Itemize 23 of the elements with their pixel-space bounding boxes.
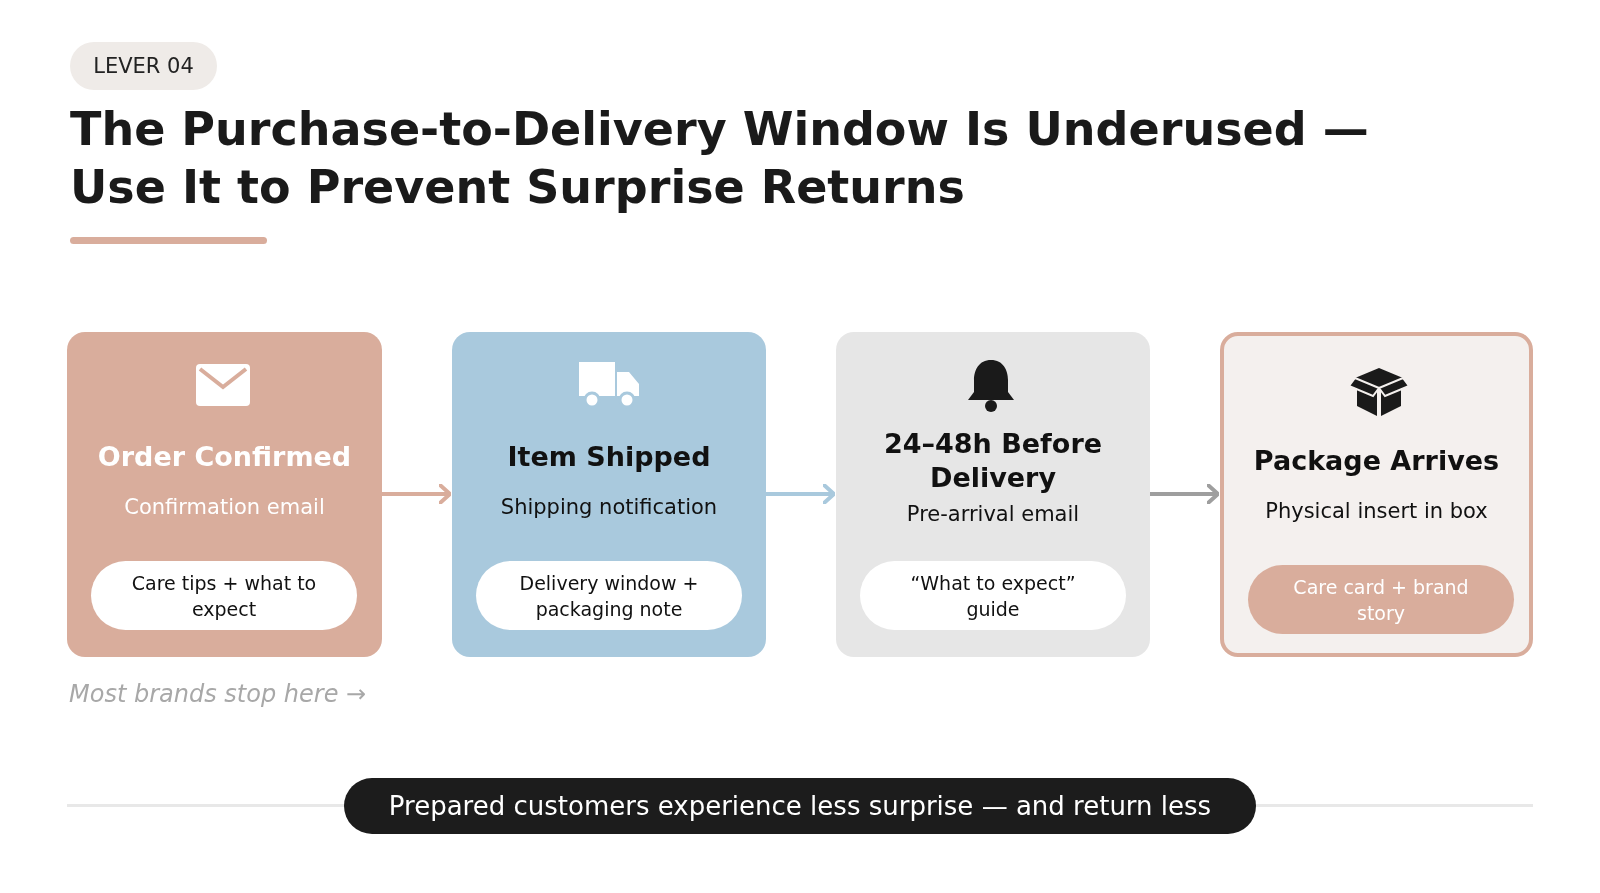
tag-badge: LEVER 04 [70, 42, 217, 90]
step-heading: Package Arrives [1252, 444, 1501, 478]
step-card [836, 332, 1150, 657]
detail-pill: “What to expect” guide [860, 561, 1126, 630]
title: The Purchase-to-Delivery Window Is Underused — Use It to Prevent Surprise Returns [70, 101, 1370, 216]
detail-pill: Delivery window + packaging note [476, 561, 742, 630]
step-subtitle: Physical insert in box [1264, 499, 1489, 523]
detail-pill: Care tips + what to expect [91, 561, 357, 630]
note-text: Most brands stop here → [69, 680, 367, 708]
step-card [452, 332, 766, 657]
step-heading: 24–48h Before Delivery [882, 427, 1104, 495]
arrow [766, 483, 836, 505]
step-subtitle: Pre-arrival email [905, 502, 1081, 526]
takeaway-banner: Prepared customers experience less surprise — and return less [344, 778, 1256, 834]
step-card [67, 332, 382, 657]
arrow [382, 483, 452, 505]
detail-pill: Care card + brand story [1248, 565, 1514, 634]
step-heading: Order Confirmed [96, 440, 353, 474]
step-card [1220, 332, 1533, 657]
step-heading: Item Shipped [506, 440, 712, 474]
arrow [1150, 483, 1220, 505]
step-subtitle: Confirmation email [123, 495, 326, 519]
step-subtitle: Shipping notification [499, 495, 719, 519]
